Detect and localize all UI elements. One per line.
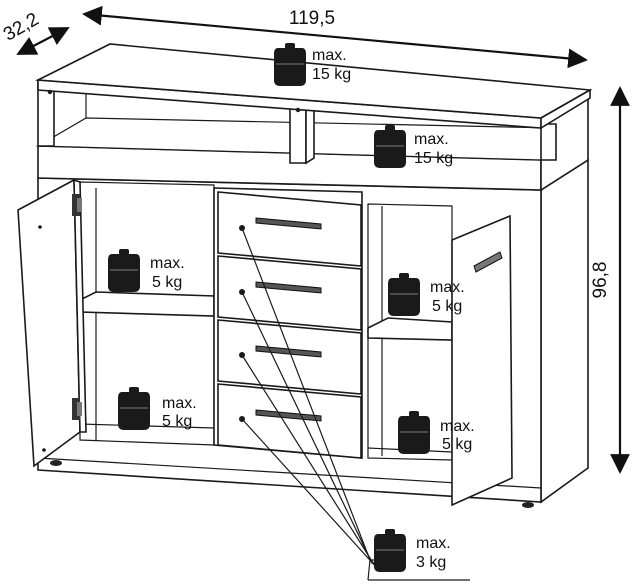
load-label-line1: max. xyxy=(150,255,185,272)
load-label-line2: 15 kg xyxy=(312,66,351,83)
width-dimension: 119,5 xyxy=(82,5,588,69)
load-label-line2: 5 kg xyxy=(442,436,472,453)
right-shelf xyxy=(367,317,453,341)
left-door xyxy=(17,178,87,468)
right-door xyxy=(451,214,513,507)
drawer-3 xyxy=(217,319,362,395)
load-label-line1: max. xyxy=(440,418,475,435)
right-side-panel xyxy=(540,158,589,504)
depth-label: 32,2 xyxy=(0,9,43,46)
load-label-line1: max. xyxy=(430,279,465,296)
load-label-line2: 5 kg xyxy=(432,298,462,315)
handle-icon xyxy=(255,217,322,422)
load-label-line2: 5 kg xyxy=(162,413,192,430)
weight-icon xyxy=(374,125,406,168)
top-right-post xyxy=(540,123,557,161)
drawer-stack xyxy=(213,187,363,459)
drawer-4 xyxy=(217,383,362,459)
weight-icon xyxy=(374,529,406,572)
weight-icon xyxy=(398,411,430,454)
left-door-edge xyxy=(73,178,87,433)
right-door-panel xyxy=(451,214,513,507)
drawer-2 xyxy=(217,255,362,331)
left-door-panel xyxy=(17,178,81,468)
foot-right xyxy=(522,502,534,508)
height-label: 96,8 xyxy=(590,262,611,299)
foot-left xyxy=(50,460,62,466)
left-lower-load-label: max. 5 kg xyxy=(162,395,197,430)
load-label-line1: max. xyxy=(416,535,451,552)
left-upper-load-label: max. 5 kg xyxy=(150,255,185,291)
hinge-icon xyxy=(72,194,82,420)
drawer-load-label: max. 3 kg xyxy=(416,535,451,571)
load-label-line2: 5 kg xyxy=(152,274,182,291)
top-surface-load-label: max. 15 kg xyxy=(312,47,351,83)
weight-icon xyxy=(108,249,140,292)
width-label: 119,5 xyxy=(289,8,335,29)
load-label-line1: max. xyxy=(414,131,449,148)
load-label-line1: max. xyxy=(162,395,197,412)
left-shelf xyxy=(79,291,215,317)
load-label-line1: max. xyxy=(312,47,347,64)
right-door-handle xyxy=(473,251,503,273)
depth-dimension: 32,2 xyxy=(0,9,70,55)
weight-icon xyxy=(274,43,306,86)
height-dimension: 96,8 xyxy=(590,86,630,474)
top-shelf-unit xyxy=(35,43,593,192)
load-label-line2: 3 kg xyxy=(416,554,446,571)
weight-icon xyxy=(118,387,150,430)
open-shelf-load-label: max. 15 kg xyxy=(414,131,453,167)
right-upper-load-label: max. 5 kg xyxy=(430,279,465,315)
load-label-line2: 15 kg xyxy=(414,150,453,167)
top-surface-side-edge xyxy=(540,88,591,130)
weight-icon xyxy=(388,273,420,316)
right-lower-load-label: max. 5 kg xyxy=(440,418,475,453)
drawer-1 xyxy=(217,191,362,267)
